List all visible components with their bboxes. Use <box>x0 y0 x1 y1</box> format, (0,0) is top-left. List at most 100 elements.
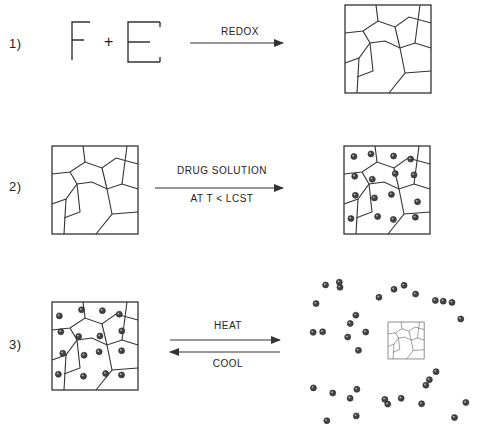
dot-highlight <box>399 397 401 399</box>
dot-highlight <box>394 172 396 174</box>
drug-dot <box>76 333 82 339</box>
drug-dot <box>368 151 374 157</box>
drug-dot <box>451 415 457 421</box>
dot-highlight <box>120 373 122 375</box>
drug-dot <box>97 333 103 339</box>
drug-dot <box>353 312 359 318</box>
dot-highlight <box>120 349 122 351</box>
drug-dot <box>440 298 446 304</box>
drug-dot <box>415 199 421 205</box>
dot-highlight <box>453 416 455 418</box>
dot-highlight <box>390 193 392 195</box>
drug-dot <box>426 377 432 383</box>
drug-dot <box>458 316 464 322</box>
drug-dot <box>355 347 361 353</box>
dot-highlight <box>420 402 422 404</box>
drug-dot <box>347 395 353 401</box>
dot-highlight <box>434 299 436 301</box>
drug-dot <box>60 350 66 356</box>
dot-highlight <box>314 302 316 304</box>
drug-dot <box>353 413 359 419</box>
loaded-gel <box>52 302 138 390</box>
dot-highlight <box>414 292 416 294</box>
drug-dot <box>376 294 382 300</box>
dot-highlight <box>338 286 340 288</box>
dot-highlight <box>311 331 313 333</box>
cool-arrow <box>170 351 280 352</box>
drug-dot <box>345 334 351 340</box>
dot-highlight <box>369 152 371 154</box>
drug-dot <box>55 371 61 377</box>
annotation: HEAT <box>213 320 243 331</box>
drug-dot <box>363 329 369 335</box>
dot-highlight <box>324 283 326 285</box>
dot-highlight <box>442 299 444 301</box>
dot-highlight <box>104 372 106 374</box>
drug-dot <box>352 192 358 198</box>
dot-highlight <box>355 388 357 390</box>
dot-highlight <box>58 314 60 316</box>
gel-network <box>52 146 138 234</box>
dot-highlight <box>464 401 466 403</box>
drug-dot <box>348 216 354 222</box>
dot-highlight <box>392 218 394 220</box>
drug-dot <box>351 153 357 159</box>
collapsed-gel <box>388 322 424 359</box>
dot-highlight <box>82 354 84 356</box>
dot-highlight <box>331 391 333 393</box>
drug-dot <box>323 282 329 288</box>
dot-highlight <box>377 296 379 298</box>
drug-dot <box>419 401 425 407</box>
drug-dot <box>463 399 469 405</box>
drug-dot <box>99 308 105 314</box>
dot-highlight <box>414 216 416 218</box>
dot-highlight <box>97 350 99 352</box>
annotation: DRUG SOLUTION <box>176 165 268 176</box>
dot-highlight <box>412 173 414 175</box>
dot-highlight <box>373 196 375 198</box>
drug-dot <box>411 172 417 178</box>
drug-dot <box>412 214 418 220</box>
dot-highlight <box>428 378 430 380</box>
drug-dot <box>385 401 391 407</box>
drug-dot <box>310 385 316 391</box>
annotation: AT T < LCST <box>190 193 255 204</box>
dot-highlight <box>80 308 82 310</box>
drug-dot <box>423 382 429 388</box>
dot-highlight <box>409 157 411 159</box>
monomer-f <box>72 22 90 60</box>
drug-dot <box>80 373 86 379</box>
drug-dot <box>390 216 396 222</box>
step-number: 2) <box>8 180 23 194</box>
dot-highlight <box>434 370 436 372</box>
drug-dot <box>320 329 326 335</box>
drug-dot <box>375 214 381 220</box>
step-number: 3) <box>8 338 23 352</box>
annotation: COOL <box>212 358 244 369</box>
drug-dot <box>449 299 455 305</box>
dot-highlight <box>348 397 350 399</box>
dot-highlight <box>355 414 357 416</box>
dot-highlight <box>416 200 418 202</box>
dot-highlight <box>392 288 394 290</box>
dot-highlight <box>353 175 355 177</box>
drug-dot <box>324 418 330 424</box>
drug-dot <box>401 282 407 288</box>
gel-network <box>345 5 431 93</box>
drug-dot <box>352 173 358 179</box>
drug-dot <box>313 301 319 307</box>
dot-highlight <box>352 155 354 157</box>
dot-highlight <box>101 309 103 311</box>
drug-dot <box>347 320 353 326</box>
dot-highlight <box>450 301 452 303</box>
drug-dot <box>81 352 87 358</box>
dot-highlight <box>354 194 356 196</box>
dot-highlight <box>59 330 61 332</box>
dot-highlight <box>354 313 356 315</box>
dot-highlight <box>57 373 59 375</box>
drug-dot <box>354 386 360 392</box>
dot-highlight <box>120 329 122 331</box>
drug-dot <box>56 313 62 319</box>
